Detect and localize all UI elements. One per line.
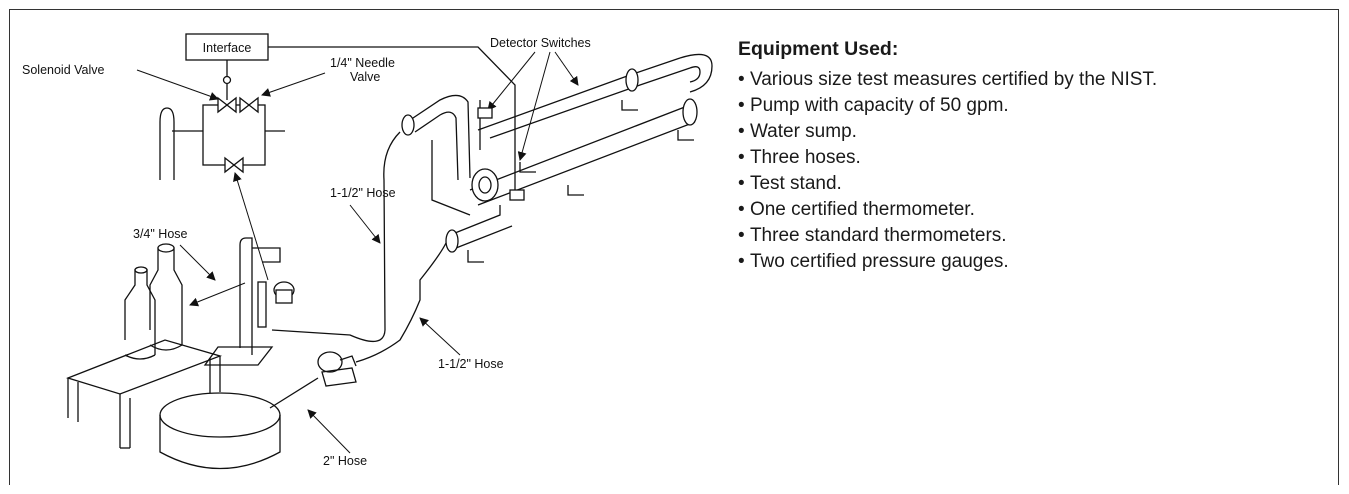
test-measure-table <box>66 243 223 449</box>
interface-box: Interface <box>185 33 516 200</box>
upper-hose <box>271 131 401 342</box>
equipment-list: Various size test measures certified by … <box>738 67 1328 275</box>
solenoid-valve-icon <box>217 96 237 114</box>
equipment-item: Test stand. <box>738 171 1328 197</box>
bypass-valve-icon <box>224 156 244 174</box>
suction-hose <box>269 377 319 409</box>
equipment-item: Various size test measures certified by … <box>738 67 1328 93</box>
lower-hose <box>355 242 447 363</box>
equipment-item: Two certified pressure gauges. <box>738 249 1328 275</box>
needle-valve-label-1: 1/4" Needle <box>330 56 395 70</box>
hose-three-quarter-label: 3/4" Hose <box>133 227 188 241</box>
hose-lower-label: 1-1/2" Hose <box>438 357 504 371</box>
valve-manifold <box>159 96 285 180</box>
equipment-item: Three standard thermometers. <box>738 223 1328 249</box>
equipment-item: Three hoses. <box>738 145 1328 171</box>
needle-valve-icon <box>239 96 259 114</box>
pump <box>317 351 357 387</box>
detector-switches-label: Detector Switches <box>490 36 591 50</box>
figure-frame <box>9 9 1339 485</box>
hose-two-inch-label: 2" Hose <box>323 454 367 468</box>
equipment-item: Water sump. <box>738 119 1328 145</box>
test-stand-pipes <box>401 53 713 263</box>
interface-label: Interface <box>203 41 252 55</box>
equipment-title: Equipment Used: <box>738 38 899 60</box>
test-measure-column <box>203 237 295 366</box>
needle-valve-label-2: Valve <box>350 70 380 84</box>
equipment-panel: Equipment Used: Various size test measur… <box>738 38 1328 275</box>
solenoid-valve-label: Solenoid Valve <box>22 63 105 77</box>
equipment-item: Pump with capacity of 50 gpm. <box>738 93 1328 119</box>
water-sump <box>159 392 281 470</box>
equipment-item: One certified thermometer. <box>738 197 1328 223</box>
hose-upper-label: 1-1/2" Hose <box>330 186 396 200</box>
